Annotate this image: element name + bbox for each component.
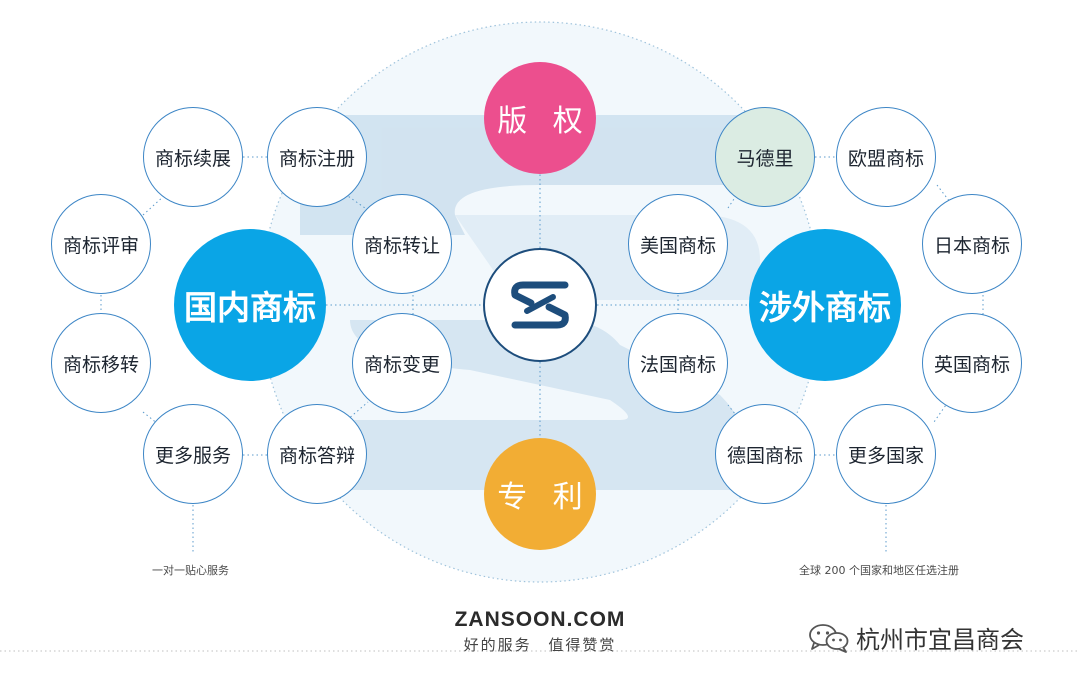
brand-slogan: 好的服务 值得赞赏 (463, 636, 617, 654)
domestic-caption: 一对一贴心服务 (152, 564, 229, 577)
service-node-label: 商标答辩 (278, 444, 355, 467)
country-node-label: 法国商标 (639, 353, 716, 376)
patent-label: 专 利 (497, 480, 591, 515)
wechat-icon (809, 623, 849, 653)
country-node-label: 欧盟商标 (847, 147, 924, 170)
service-node-label: 商标评审 (62, 234, 139, 257)
service-node-label: 商标变更 (363, 353, 440, 376)
country-node-japan[interactable]: 日本商标 (922, 194, 1022, 294)
brand-name: ZANSOON.COM (454, 608, 626, 631)
country-node-usa[interactable]: 美国商标 (628, 194, 728, 294)
account-watermark: 杭州市宜昌商会 (808, 620, 1024, 655)
domestic-trademark-title: 国内商标 (184, 288, 316, 327)
copyright-circle[interactable]: 版 权 (484, 62, 596, 174)
service-node-assignment[interactable]: 商标转让 (352, 194, 452, 294)
country-node-france[interactable]: 法国商标 (628, 313, 728, 413)
service-node-defense[interactable]: 商标答辩 (267, 404, 367, 504)
service-node-registration[interactable]: 商标注册 (267, 107, 367, 207)
footer-divider (0, 650, 1080, 652)
service-node-label: 商标转让 (363, 234, 440, 257)
foreign-trademark-title: 涉外商标 (759, 288, 891, 327)
service-node-change[interactable]: 商标变更 (352, 313, 452, 413)
center-logo (483, 248, 597, 362)
service-node-more[interactable]: 更多服务 (143, 404, 243, 504)
country-node-label: 马德里 (736, 147, 794, 170)
copyright-label: 版 权 (497, 104, 591, 139)
country-node-label: 德国商标 (726, 444, 803, 467)
country-node-label: 日本商标 (933, 234, 1010, 257)
country-node-label: 更多国家 (847, 444, 924, 467)
service-node-label: 商标续展 (154, 147, 231, 170)
country-node-eu[interactable]: 欧盟商标 (836, 107, 936, 207)
service-node-renewal[interactable]: 商标续展 (143, 107, 243, 207)
service-node-review[interactable]: 商标评审 (51, 194, 151, 294)
foreign-trademark-circle[interactable]: 涉外商标 (749, 229, 901, 381)
foreign-caption: 全球 200 个国家和地区任选注册 (799, 564, 959, 577)
country-node-label: 英国商标 (933, 353, 1010, 376)
zansoon-s-logo-icon (511, 281, 569, 329)
domestic-trademark-circle[interactable]: 国内商标 (174, 229, 326, 381)
patent-circle[interactable]: 专 利 (484, 438, 596, 550)
account-name: 杭州市宜昌商会 (856, 626, 1024, 654)
service-node-label: 更多服务 (154, 444, 231, 467)
service-node-transfer[interactable]: 商标移转 (51, 313, 151, 413)
country-node-uk[interactable]: 英国商标 (922, 313, 1022, 413)
country-node-madrid[interactable]: 马德里 (715, 107, 815, 207)
country-node-label: 美国商标 (639, 234, 716, 257)
service-node-label: 商标移转 (62, 353, 139, 376)
service-node-label: 商标注册 (278, 147, 355, 170)
country-node-more[interactable]: 更多国家 (836, 404, 936, 504)
country-node-germany[interactable]: 德国商标 (715, 404, 815, 504)
